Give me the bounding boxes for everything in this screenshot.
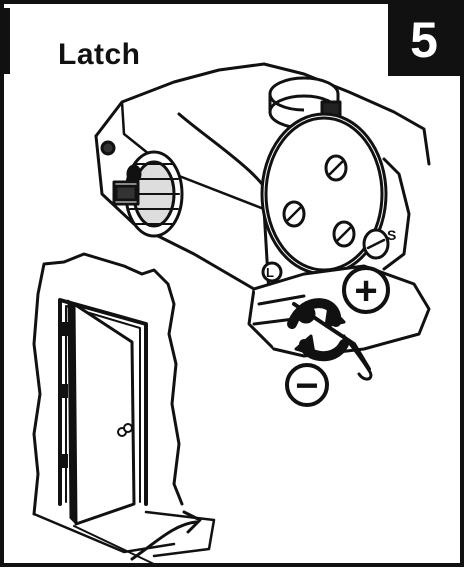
svg-text:−: − (295, 364, 318, 408)
svg-text:L: L (266, 265, 274, 280)
decrease-symbol: − (287, 364, 327, 408)
increase-symbol: + (344, 268, 388, 313)
svg-text:S: S (387, 227, 396, 243)
door-illustration (34, 254, 214, 564)
illustration: S L + − (4, 4, 464, 571)
svg-text:+: + (354, 269, 377, 313)
